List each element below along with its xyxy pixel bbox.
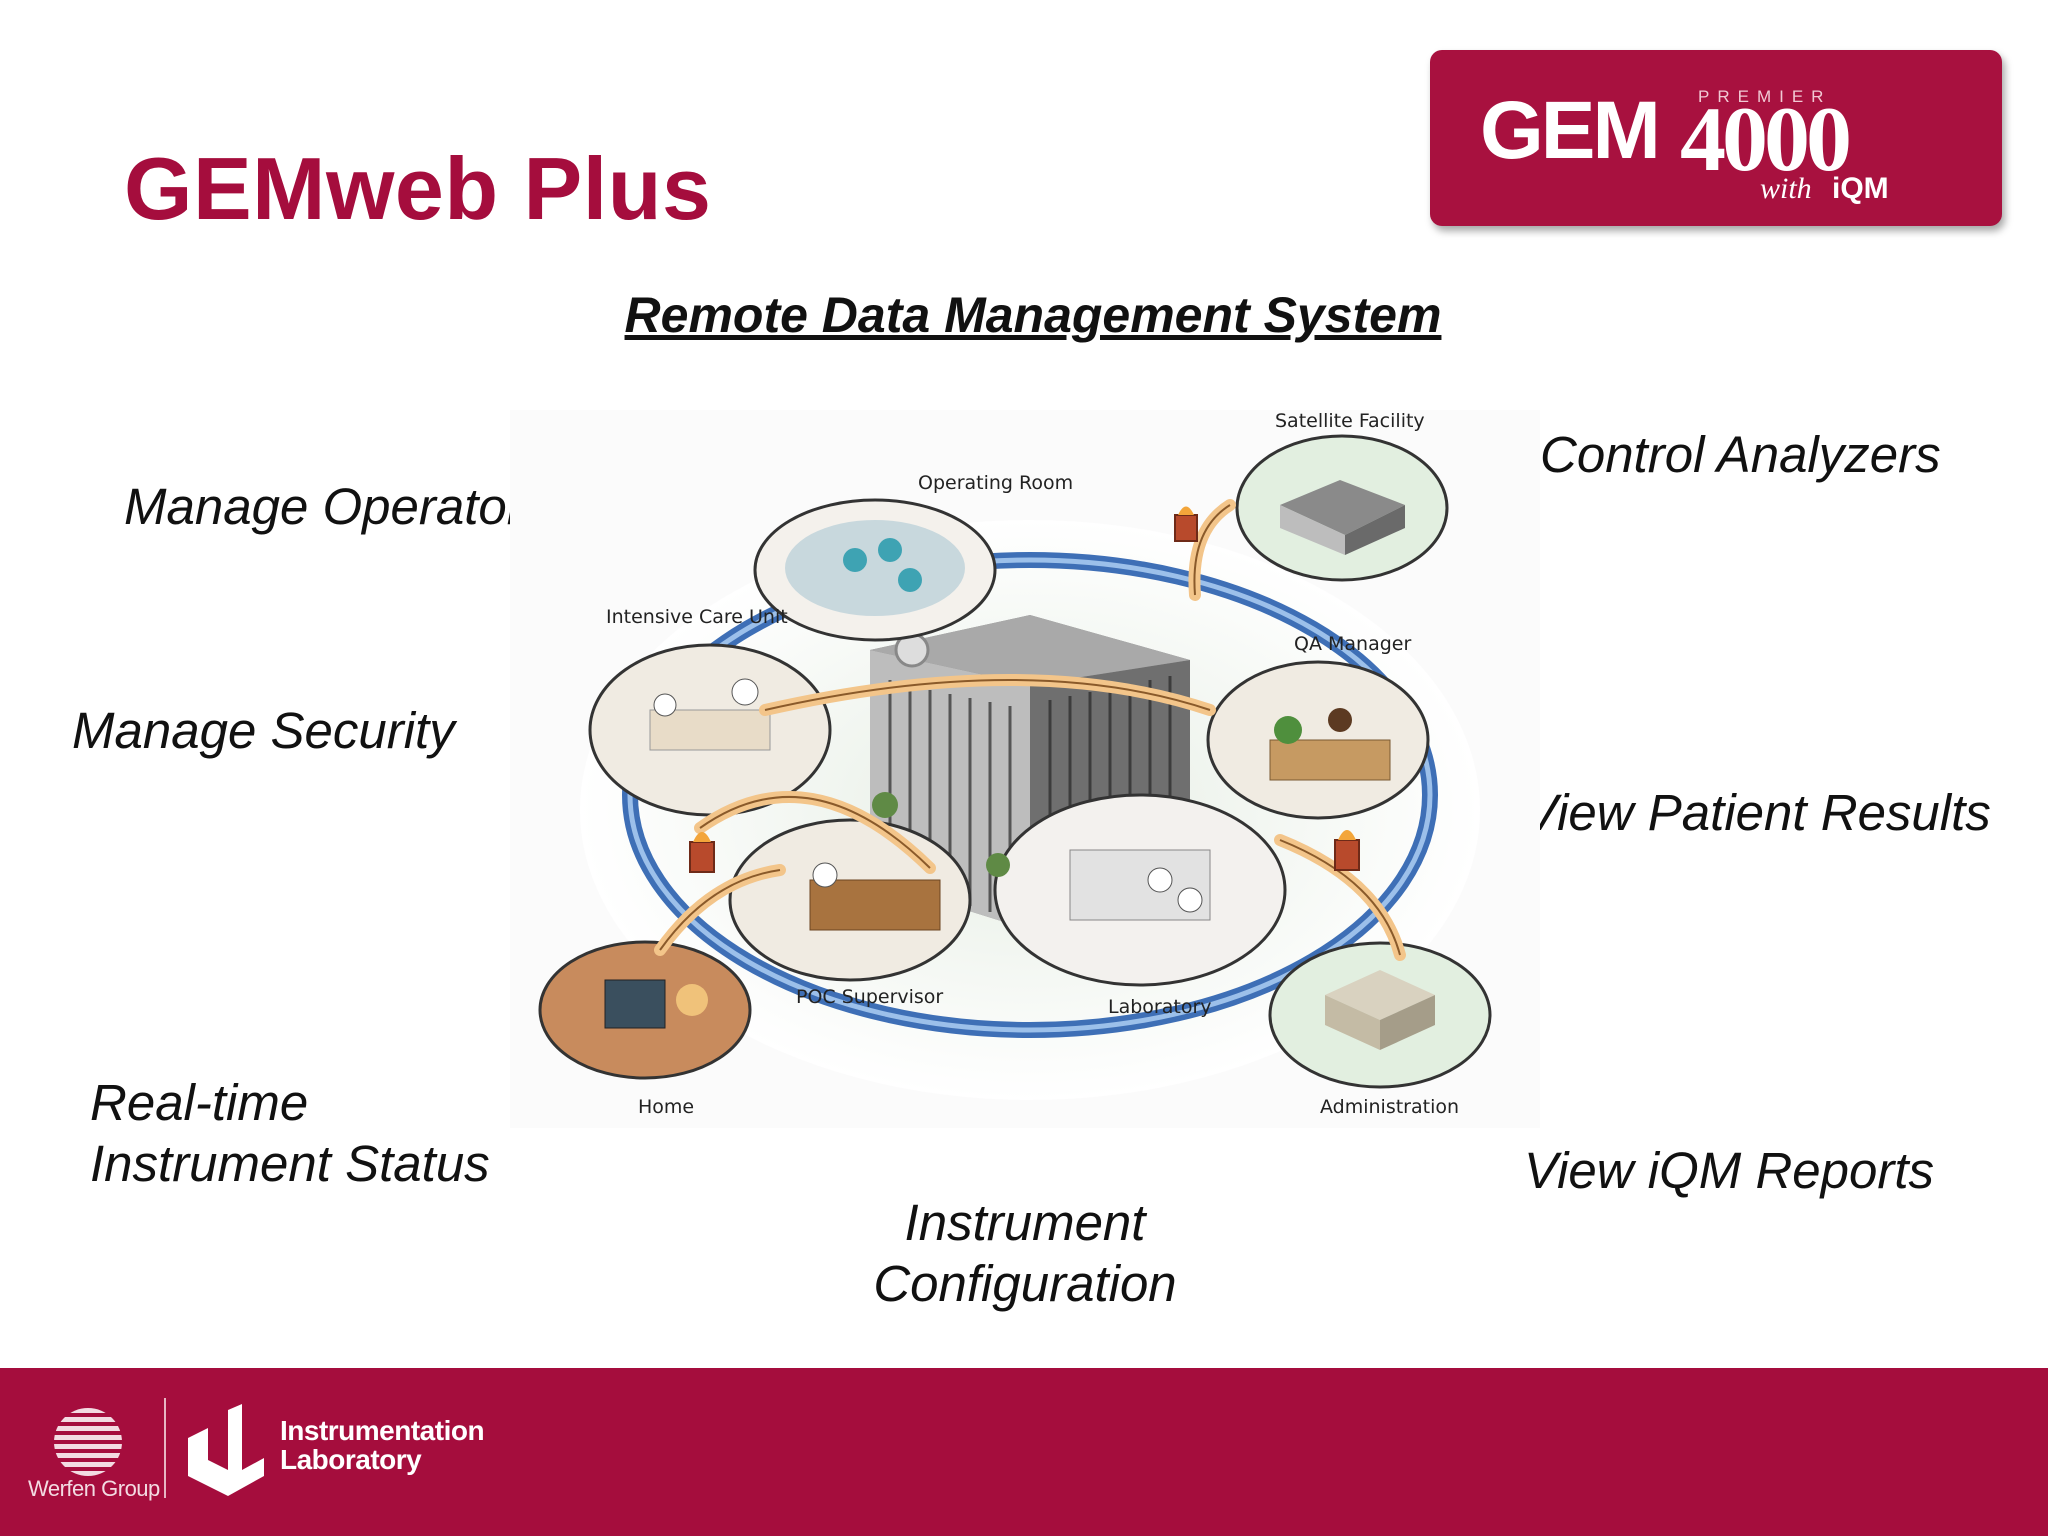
werfen-logo-icon bbox=[54, 1408, 122, 1476]
instrumentation-laboratory-logo-icon bbox=[188, 1404, 264, 1496]
scene-poc-supervisor bbox=[728, 818, 972, 982]
feature-realtime-line1: Real-time bbox=[90, 1074, 309, 1131]
il-text-line1: Instrumentation bbox=[280, 1415, 485, 1446]
label-poc-supervisor: POC Supervisor bbox=[796, 986, 944, 1008]
feature-manage-security: Manage Security bbox=[72, 702, 455, 759]
feature-instrument-configuration: Instrument Configuration bbox=[820, 1192, 1230, 1314]
scene-administration bbox=[1268, 941, 1492, 1089]
il-text-line2: Laboratory bbox=[280, 1444, 422, 1475]
logo-number-text: 4000 bbox=[1680, 88, 1849, 190]
label-operating-room: Operating Room bbox=[918, 472, 1074, 494]
werfen-group-text: Werfen Group bbox=[28, 1476, 160, 1501]
feature-view-patient-results: View Patient Results bbox=[1524, 784, 1991, 841]
scene-operating-room bbox=[753, 498, 997, 642]
logo-iqm-text: iQM bbox=[1832, 172, 1889, 205]
scene-qa-manager bbox=[1206, 660, 1430, 820]
logo-premier-text: PREMIER bbox=[1698, 87, 1831, 106]
label-intensive-care-unit: Intensive Care Unit bbox=[606, 606, 788, 628]
label-administration: Administration bbox=[1320, 1096, 1460, 1118]
firewall-icons bbox=[689, 506, 1360, 873]
scene-laboratory bbox=[993, 793, 1287, 987]
footer-bar: Werfen Group Instrumentation Laboratory bbox=[0, 1368, 2048, 1536]
footer-divider bbox=[164, 1398, 166, 1498]
slide-title: GEMweb Plus bbox=[124, 139, 712, 238]
feature-realtime-status: Real-time Instrument Status bbox=[90, 1072, 490, 1194]
feature-view-iqm-reports: View iQM Reports bbox=[1524, 1142, 1935, 1199]
tree-icons bbox=[872, 792, 1010, 877]
scene-satellite-facility bbox=[1235, 434, 1449, 582]
network-illustration: Satellite Facility Operating Room Intens… bbox=[510, 410, 1540, 1128]
feature-config-line2: Configuration bbox=[873, 1255, 1177, 1312]
feature-manage-operators: Manage Operators bbox=[124, 478, 550, 535]
logo-brand-text: GEM bbox=[1480, 85, 1658, 176]
slide-subtitle: Remote Data Management System bbox=[624, 287, 1442, 343]
feature-realtime-line2: Instrument Status bbox=[90, 1135, 490, 1192]
instrumentation-laboratory-text: Instrumentation Laboratory bbox=[280, 1415, 485, 1475]
logo-with-text: with bbox=[1760, 172, 1812, 205]
scene-icu bbox=[588, 643, 832, 817]
feature-control-analyzers: Control Analyzers bbox=[1540, 426, 1941, 483]
label-qa-manager: QA Manager bbox=[1294, 633, 1412, 655]
label-home: Home bbox=[638, 1096, 695, 1118]
feature-config-line1: Instrument bbox=[904, 1194, 1146, 1251]
label-laboratory: Laboratory bbox=[1108, 996, 1212, 1018]
scene-home bbox=[538, 940, 752, 1080]
gem-4000-logo: GEM 4000 PREMIER with iQM bbox=[1430, 50, 2002, 226]
label-satellite-facility: Satellite Facility bbox=[1275, 410, 1425, 432]
